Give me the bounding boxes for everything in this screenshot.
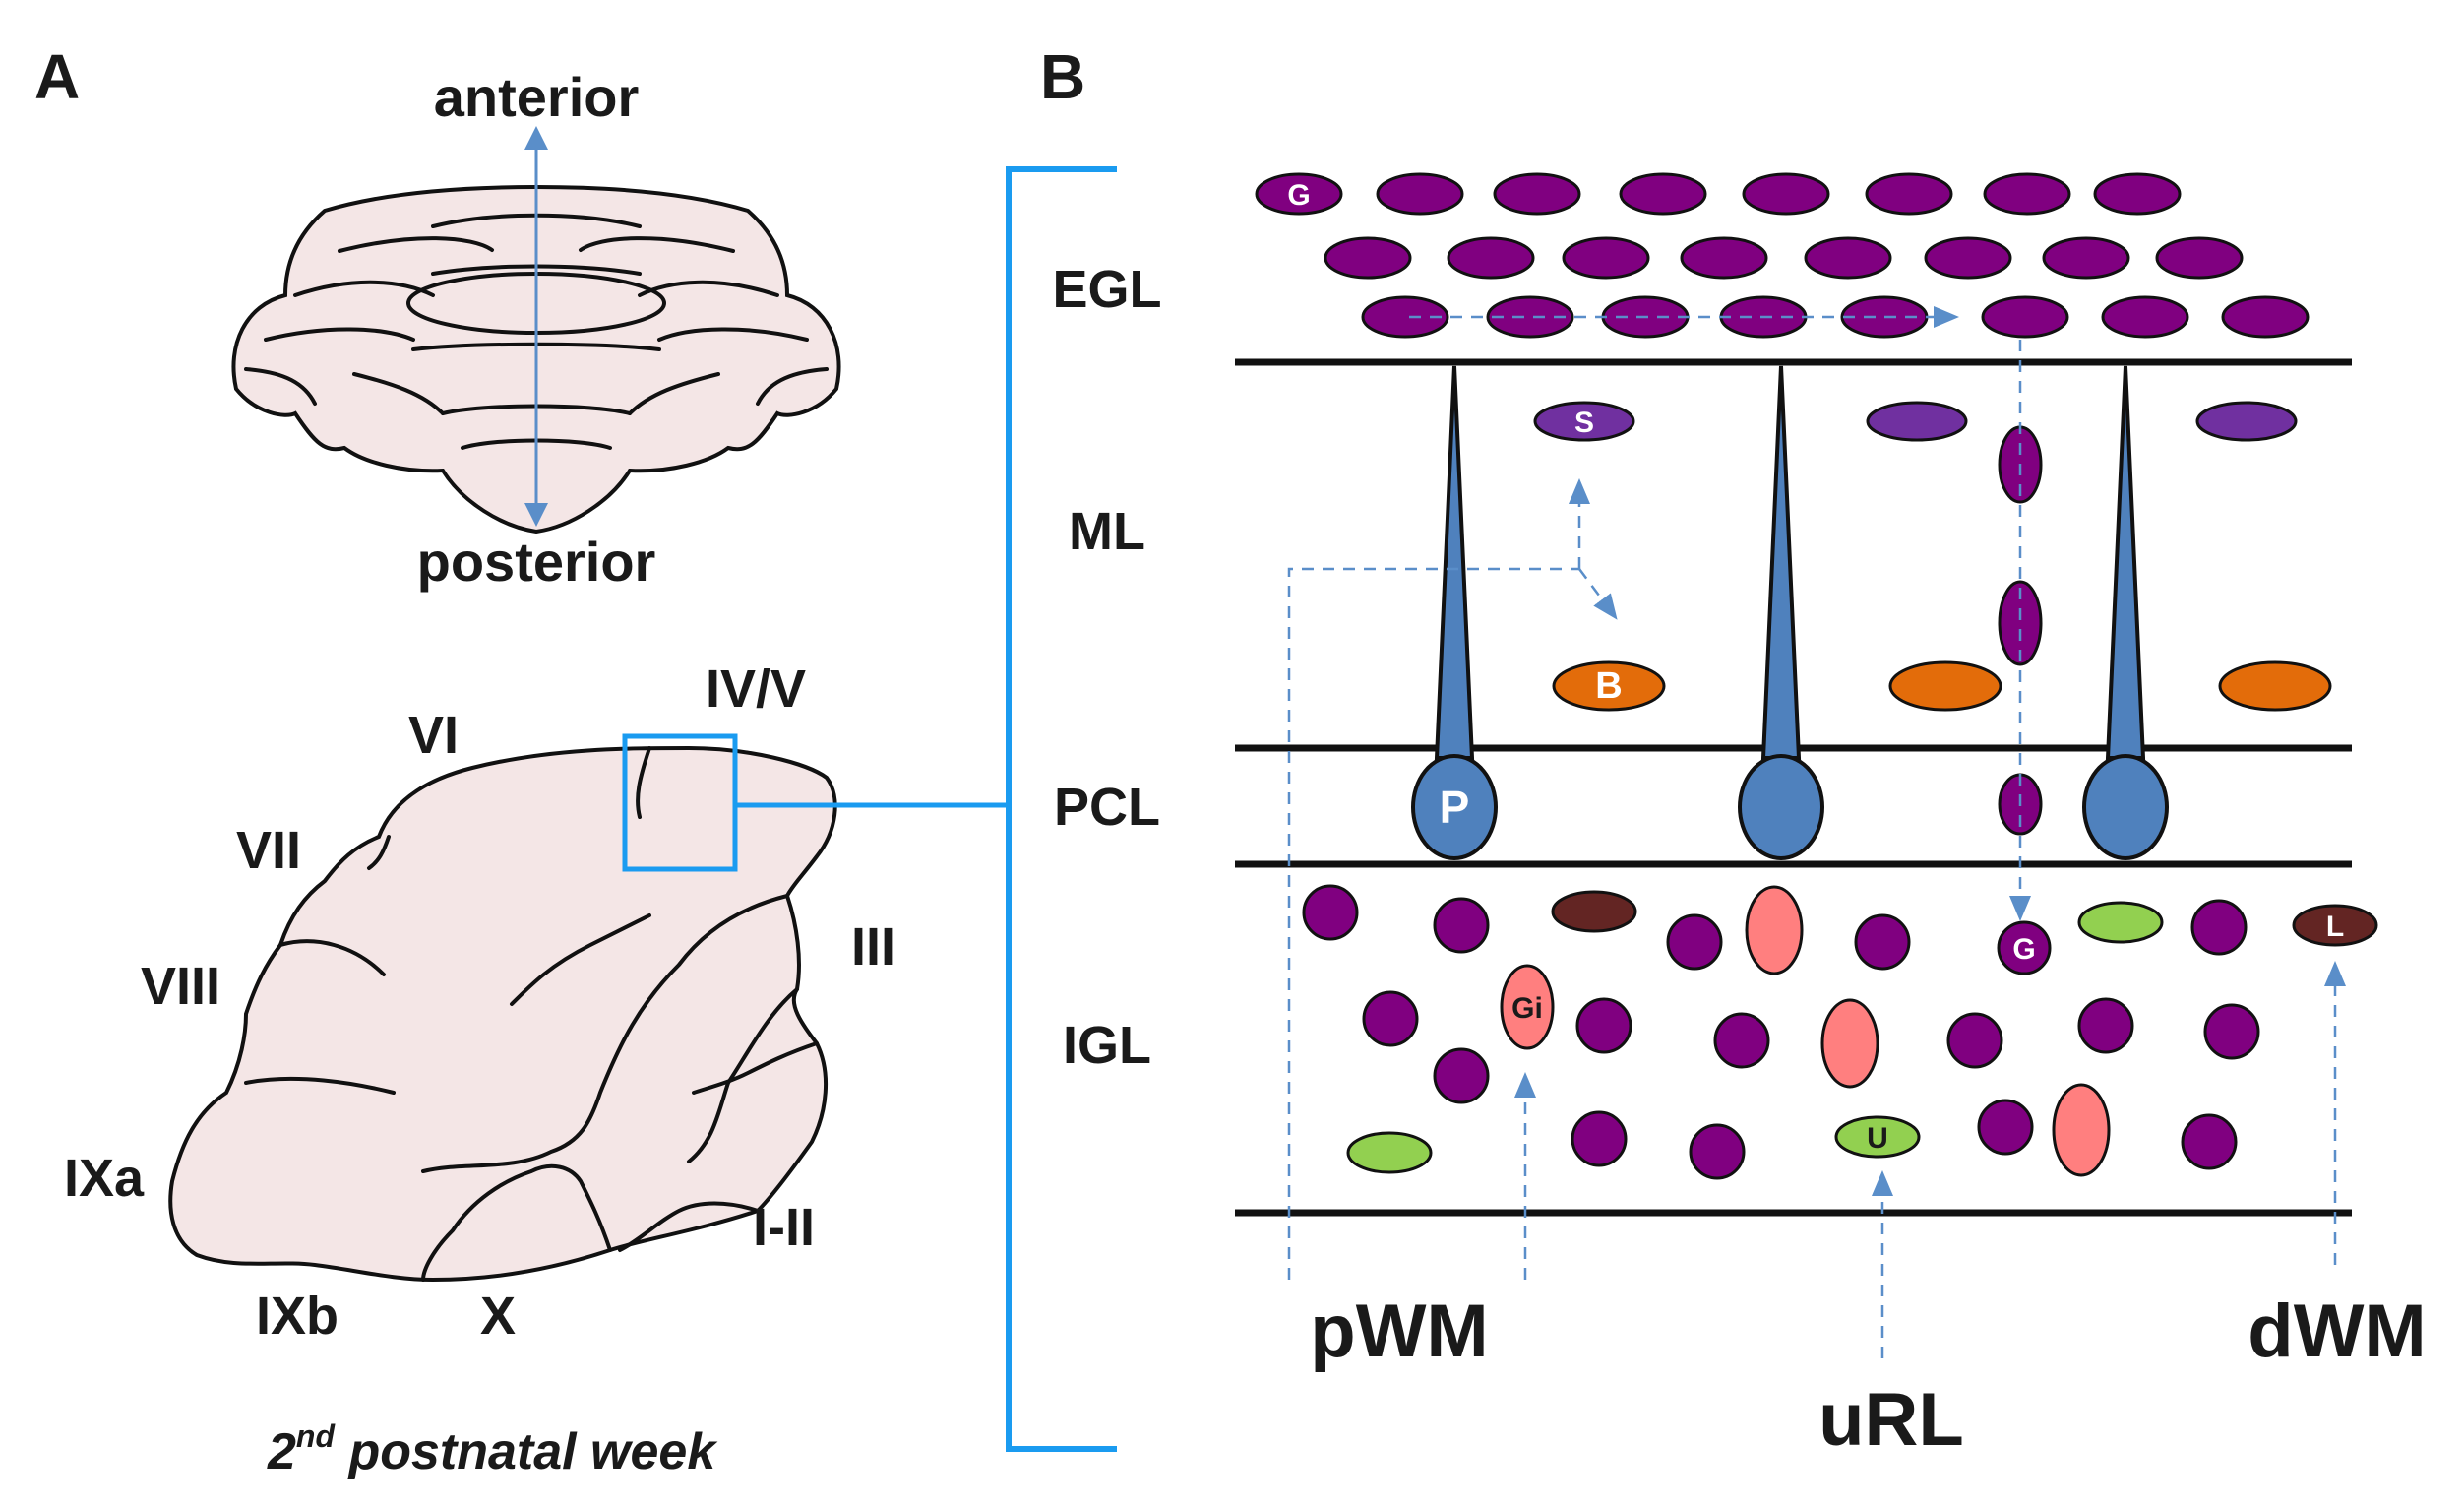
unipolar-brush-cell-label: U	[1867, 1122, 1888, 1155]
purkinje-cells	[1411, 365, 2169, 860]
axis-arrow-down-icon	[524, 503, 548, 527]
lugaro-cells	[1551, 890, 2378, 947]
igl-granule-cells	[1302, 884, 2260, 1180]
panel-a-label: A	[34, 41, 80, 112]
lobule-ixb: IXb	[256, 1287, 339, 1346]
basket-cells	[1552, 660, 2332, 712]
egl-granule-cells	[1255, 172, 2310, 339]
lobule-iii: III	[851, 917, 895, 976]
caption-prefix: 2	[267, 1423, 296, 1480]
layer-label-pcl: PCL	[1054, 778, 1160, 837]
axis-label-anterior: anterior	[434, 66, 640, 128]
lugaro-cell-label: L	[2326, 911, 2344, 943]
unipolar-brush-cells	[1346, 901, 2164, 1174]
caption-rest: postnatal week	[335, 1423, 718, 1480]
layer-bracket	[1006, 166, 1117, 1452]
layer-label-ml: ML	[1069, 502, 1145, 561]
origin-label-pwm: pWM	[1310, 1289, 1488, 1373]
granule-cell-label: G	[1287, 179, 1310, 212]
caption: 2nd postnatal week	[267, 1418, 718, 1480]
axis-arrow-up-icon	[524, 126, 548, 150]
caption-superscript: nd	[296, 1418, 337, 1454]
origin-label-dwm: dWM	[2248, 1289, 2426, 1373]
layer-label-egl: EGL	[1052, 260, 1161, 319]
lobule-vii: VII	[236, 821, 301, 880]
panel-b-label: B	[1040, 41, 1085, 112]
lobule-vi: VI	[408, 706, 459, 765]
lobule-viii: VIII	[141, 957, 220, 1016]
origin-label-url: uRL	[1818, 1378, 1964, 1462]
stellate-cell-label: S	[1574, 407, 1594, 439]
migration-paths	[1287, 306, 2346, 1358]
golgi-cell-label: Gi	[1511, 992, 1543, 1025]
purkinje-cell-label: P	[1440, 782, 1470, 833]
layer-label-igl: IGL	[1063, 1016, 1151, 1075]
igl-granule-labelled	[1997, 920, 2052, 975]
cerebellum-sagittal-section	[168, 745, 837, 1283]
lobule-x: X	[480, 1287, 516, 1346]
basket-cell-label: B	[1595, 665, 1622, 707]
stellate-cells	[1533, 401, 2298, 442]
igl-granule-cell-label: G	[2012, 933, 2035, 966]
lobule-iv-v: IV/V	[706, 660, 806, 719]
golgi-cells	[1500, 885, 2111, 1177]
lobule-i-ii: I-II	[753, 1198, 815, 1257]
axis-label-posterior: posterior	[417, 531, 656, 593]
lobule-ixa: IXa	[64, 1149, 145, 1208]
